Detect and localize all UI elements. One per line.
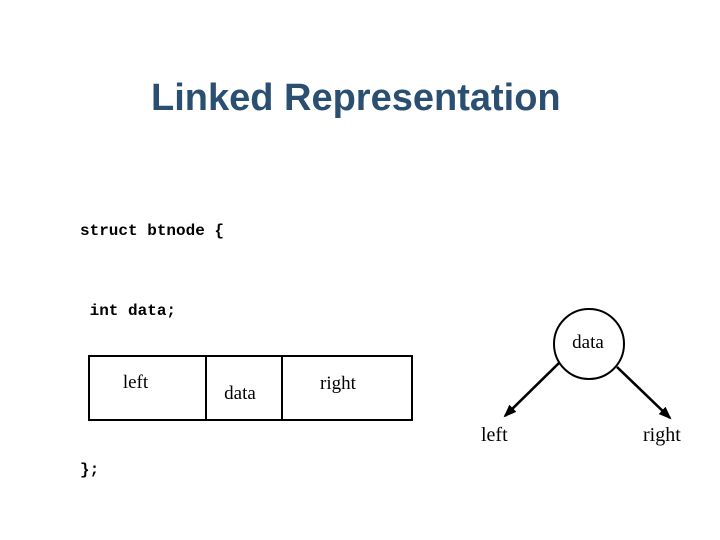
right-pointer-arrow — [616, 366, 672, 420]
code-line: struct btnode { — [80, 222, 225, 240]
code-line: int data; — [80, 301, 177, 320]
code-block: struct btnode { int data; btnode *left, … — [80, 165, 291, 536]
node-cell-right-label: right — [320, 373, 356, 394]
node-cell-left: left — [90, 357, 205, 419]
node-cell-data-label: data — [224, 383, 256, 404]
right-child-label: right — [643, 424, 681, 446]
slide-title: Linked Representation — [151, 77, 561, 119]
node-cell-left-label: left — [122, 372, 149, 393]
code-line: }; — [80, 460, 100, 479]
tree-root-node: data — [553, 308, 625, 380]
node-cell-data: data — [205, 357, 281, 419]
tree-root-label: data — [572, 332, 604, 353]
left-pointer-arrow — [503, 362, 560, 418]
left-child-label: left — [481, 424, 508, 446]
node-cell-right: right — [281, 357, 411, 419]
tree-edges — [503, 362, 672, 420]
node-record-box: left data right — [88, 355, 413, 421]
